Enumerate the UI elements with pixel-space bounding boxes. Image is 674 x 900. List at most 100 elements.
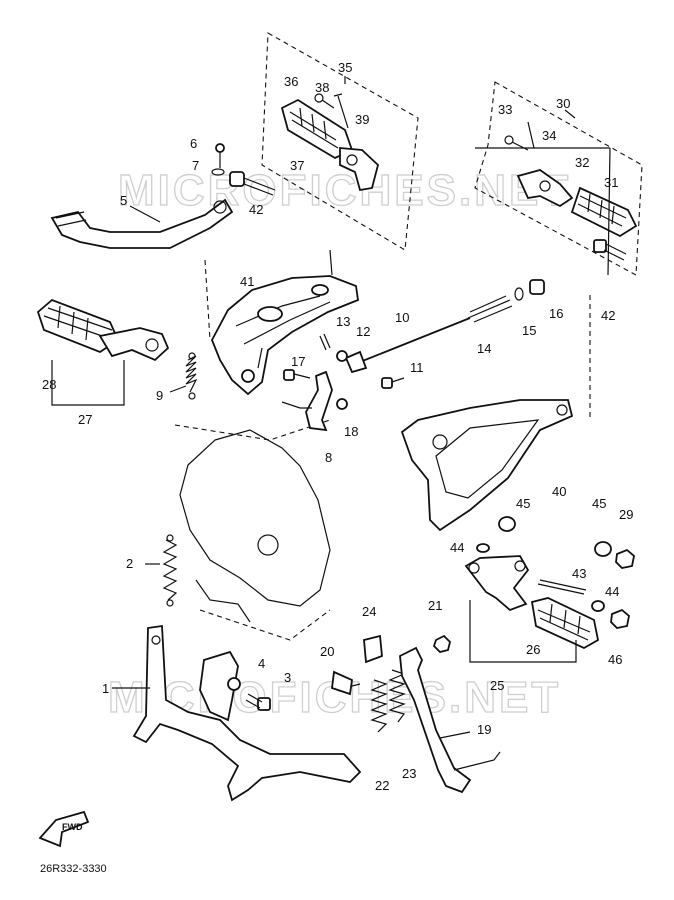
spring-part-9 [185, 352, 198, 400]
bolt-part-11 [381, 377, 405, 389]
washer-part-45-right [594, 541, 612, 557]
nut-part-16 [529, 279, 545, 295]
bolt-part-17 [283, 369, 311, 381]
footrest-bracket-part-40 [400, 399, 574, 532]
nut-part-29 [615, 548, 635, 569]
label-9: 9 [156, 388, 163, 403]
label-17: 17 [291, 354, 305, 369]
footrest-part-26 [530, 597, 600, 650]
label-1: 1 [102, 681, 109, 696]
bolt-part-38 [314, 93, 335, 109]
label-45-left: 45 [516, 496, 530, 511]
dash-connector-3 [199, 609, 331, 641]
label-36: 36 [284, 74, 298, 89]
label-18: 18 [344, 424, 358, 439]
label-44-upper: 44 [450, 540, 464, 555]
label-12: 12 [356, 324, 370, 339]
nut-part-46 [610, 608, 630, 629]
footrest-bracket-part-41 [211, 275, 359, 396]
watermark-top: MICROFICHES.NET [117, 165, 571, 215]
label-30: 30 [556, 96, 570, 111]
group-box-35 [261, 32, 419, 251]
main-stand-part-1 [132, 624, 362, 802]
rod-part-10 [344, 317, 471, 374]
dash-connector-2 [174, 419, 331, 441]
leader-30 [475, 147, 611, 276]
label-8: 8 [325, 450, 332, 465]
bracket-27-leader [51, 360, 125, 406]
label-7: 7 [192, 158, 199, 173]
label-45-right: 45 [592, 496, 606, 511]
label-42-left: 42 [249, 202, 263, 217]
engine-case-outline [179, 429, 331, 623]
spring-part-2 [162, 534, 178, 607]
label-34: 34 [542, 128, 556, 143]
arm-part-8 [305, 370, 333, 432]
label-2: 2 [126, 556, 133, 571]
bolt-part-6 [215, 143, 225, 168]
label-10: 10 [395, 310, 409, 325]
pin-part-12 [336, 350, 348, 362]
label-23: 23 [402, 766, 416, 781]
footrest-bracket-part-32 [516, 169, 574, 208]
label-41: 41 [240, 274, 254, 289]
washer-part-7 [211, 168, 225, 176]
bolt-part-43 [537, 579, 587, 595]
label-43: 43 [572, 566, 586, 581]
shaft-part-18 [281, 398, 348, 410]
label-38: 38 [315, 80, 329, 95]
footrest-part-31 [570, 186, 638, 238]
label-46: 46 [608, 652, 622, 667]
forward-arrow-icon: FWD [38, 810, 90, 848]
part-number-labels: 35 36 38 39 37 42 6 7 5 30 33 34 32 31 4… [42, 60, 633, 793]
label-44-lower: 44 [605, 584, 619, 599]
label-42-right: 42 [601, 308, 615, 323]
leader-tick-30 [564, 109, 576, 119]
label-33: 33 [498, 102, 512, 117]
side-stand-part-19 [399, 646, 501, 794]
adjuster-part-14 [467, 295, 513, 323]
fwd-label: FWD [62, 822, 83, 832]
plate-part-24 [363, 634, 383, 664]
bolt-part-42-left [229, 171, 276, 196]
label-40: 40 [552, 484, 566, 499]
cotter-pin-part-13 [319, 333, 331, 351]
label-16: 16 [549, 306, 563, 321]
washer-part-44-upper [476, 543, 490, 553]
washer-part-4 [227, 677, 241, 691]
bracket-25-leader [469, 600, 577, 663]
label-19: 19 [477, 722, 491, 737]
label-15: 15 [522, 323, 536, 338]
bolt-part-33 [504, 135, 529, 151]
bolt-part-3 [245, 693, 271, 711]
leader-19 [439, 731, 471, 739]
washer-part-44-lower [591, 600, 605, 612]
dash-connector-1 [204, 259, 211, 341]
spring-part-23 [388, 669, 406, 723]
label-24: 24 [362, 604, 376, 619]
pin-part-39 [333, 93, 349, 129]
leader-9 [169, 385, 187, 393]
label-37: 37 [290, 158, 304, 173]
leader-5 [129, 205, 161, 223]
leader-35-to-41 [329, 249, 333, 276]
label-11: 11 [410, 360, 424, 375]
pin-part-34 [527, 121, 535, 149]
label-39: 39 [355, 112, 369, 127]
label-5: 5 [120, 193, 127, 208]
label-3: 3 [284, 670, 291, 685]
label-26: 26 [526, 642, 540, 657]
label-4: 4 [258, 656, 265, 671]
label-29: 29 [619, 507, 633, 522]
watermark-text-top: MICROFICHES.NET [118, 166, 571, 215]
label-32: 32 [575, 155, 589, 170]
label-35: 35 [338, 60, 352, 75]
label-6: 6 [190, 136, 197, 151]
label-20: 20 [320, 644, 334, 659]
nut-part-21 [432, 634, 451, 653]
washer-part-45-left [498, 516, 516, 532]
brake-pedal-part-5 [50, 198, 234, 249]
label-31: 31 [604, 175, 618, 190]
group-box-30 [474, 81, 643, 276]
